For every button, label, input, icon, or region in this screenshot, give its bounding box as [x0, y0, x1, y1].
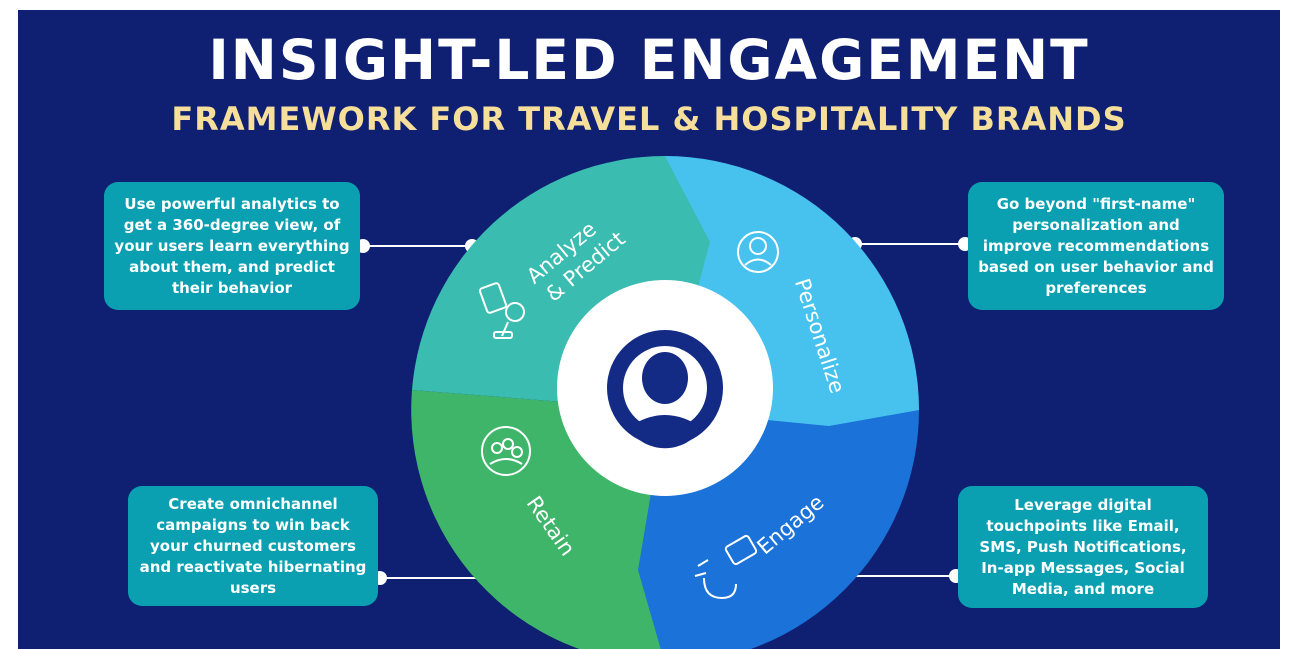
callout-personalize-text: Go beyond "first-name" personalization a… [978, 194, 1214, 297]
callout-retain-text: Create omnichannel campaigns to win back… [139, 494, 367, 597]
engagement-wheel: Analyze & Predict Personalize Engage Ret… [356, 156, 972, 649]
page-subtitle: FRAMEWORK FOR TRAVEL & HOSPITALITY BRAND… [171, 100, 1127, 138]
callout-analyze: Use powerful analytics to get a 360-degr… [104, 182, 360, 310]
user-avatar-icon [607, 330, 723, 449]
callout-retain: Create omnichannel campaigns to win back… [128, 486, 378, 606]
callout-engage: Leverage digital touchpoints like Email,… [958, 486, 1208, 608]
group-users-icon [481, 426, 531, 476]
person-profile-icon [737, 231, 779, 273]
infographic-canvas: INSIGHT-LED ENGAGEMENT FRAMEWORK FOR TRA… [18, 10, 1280, 649]
page-title: INSIGHT-LED ENGAGEMENT [208, 28, 1090, 92]
callout-personalize: Go beyond "first-name" personalization a… [968, 182, 1224, 310]
callout-engage-text: Leverage digital touchpoints like Email,… [979, 495, 1187, 598]
analytics-icon [479, 282, 525, 339]
callout-analyze-text: Use powerful analytics to get a 360-degr… [114, 194, 350, 297]
magnet-engagement-icon [694, 534, 758, 600]
